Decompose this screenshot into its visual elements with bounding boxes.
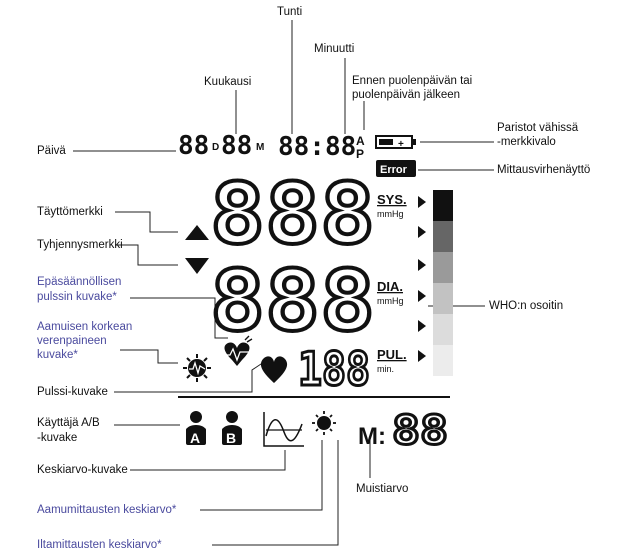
battery-icon: +	[375, 135, 416, 150]
morning-hypertension-icon	[183, 354, 211, 382]
label-ennen-l2: puolenpäivän jälkeen	[352, 89, 461, 101]
pul-unit: min.	[377, 364, 394, 374]
label-muistiarvo: Muistiarvo	[356, 483, 409, 495]
am-indicator: A	[356, 134, 365, 148]
morning-average-sun-icon	[312, 411, 336, 435]
date-d-marker: D	[212, 142, 219, 153]
leader-lines	[73, 20, 494, 546]
label-kuukausi: Kuukausi	[204, 76, 252, 88]
irregular-pulse-icon	[224, 335, 253, 366]
label-tyhjennysmerkki: Tyhjennysmerkki	[37, 239, 123, 251]
label-aamumittaus: Aamumittausten keskiarvo*	[37, 504, 177, 516]
date-month-digits: 88	[221, 131, 252, 161]
user-a-letter: A	[190, 430, 200, 446]
label-minuutti: Minuutti	[314, 43, 355, 55]
label-epasaannollinen-l1: Epäsäännöllisen	[37, 276, 122, 288]
label-mittausvirhe: Mittausvirhenäyttö	[497, 164, 591, 176]
label-who: WHO:n osoitin	[489, 300, 564, 312]
label-paiva: Päivä	[37, 145, 66, 157]
dia-unit: mmHg	[377, 296, 404, 306]
deflate-arrow-icon	[185, 258, 209, 274]
label-kayttaja-l1: Käyttäjä A/B	[37, 417, 100, 429]
pulse-digits: 188	[298, 342, 370, 396]
pm-indicator: P	[356, 147, 364, 161]
label-aamuinen-l3: kuvake*	[37, 349, 78, 361]
label-kayttaja-l2: -kuvake	[37, 432, 78, 444]
pul-label: PUL.	[377, 347, 407, 362]
who-level-1	[433, 190, 453, 221]
label-aamuinen-l1: Aamuisen korkean	[37, 321, 133, 333]
memory-m-label: M:	[358, 423, 386, 450]
date-day-digits: 88	[178, 131, 209, 161]
label-tayttomerkki: Täyttömerkki	[37, 206, 103, 218]
memory-digits: 88	[392, 408, 448, 454]
label-tunti: Tunti	[277, 6, 303, 18]
who-indicator-bar	[433, 190, 453, 376]
sys-unit: mmHg	[377, 209, 404, 219]
label-iltamittaus: Iltamittausten keskiarvo*	[37, 539, 162, 551]
label-aamuinen-l2: verenpaineen	[37, 335, 107, 347]
time-digits: 88:88	[278, 132, 356, 162]
inflate-arrow-icon	[185, 225, 209, 240]
evening-average-moon-icon	[338, 416, 351, 439]
error-icon	[376, 160, 416, 177]
user-b-letter: B	[226, 430, 236, 446]
who-level-5	[433, 314, 453, 345]
who-pointer-icons	[418, 196, 426, 362]
date-m-marker: M	[256, 142, 264, 153]
user-b-icon	[222, 411, 242, 445]
average-icon	[263, 412, 304, 447]
label-paristot-l1: Paristot vähissä	[497, 122, 579, 134]
sys-digits: 888	[210, 165, 375, 263]
sys-label: SYS.	[377, 192, 407, 207]
user-a-icon	[186, 411, 206, 445]
pulse-heart-icon	[260, 356, 288, 383]
dia-digits: 888	[210, 252, 375, 350]
who-level-3	[433, 252, 453, 283]
svg-text:+: +	[398, 139, 404, 150]
dia-label: DIA.	[377, 279, 403, 294]
who-level-4	[433, 283, 453, 314]
label-pulssi: Pulssi-kuvake	[37, 386, 108, 398]
label-epasaannollinen-l2: pulssin kuvake*	[37, 291, 117, 303]
label-paristot-l2: -merkkivalo	[497, 136, 556, 148]
error-text: Error	[380, 164, 408, 176]
who-level-2	[433, 221, 453, 252]
label-keskiarvo: Keskiarvo-kuvake	[37, 464, 128, 476]
who-level-6	[433, 345, 453, 376]
label-ennen-l1: Ennen puolenpäivän tai	[352, 75, 473, 87]
